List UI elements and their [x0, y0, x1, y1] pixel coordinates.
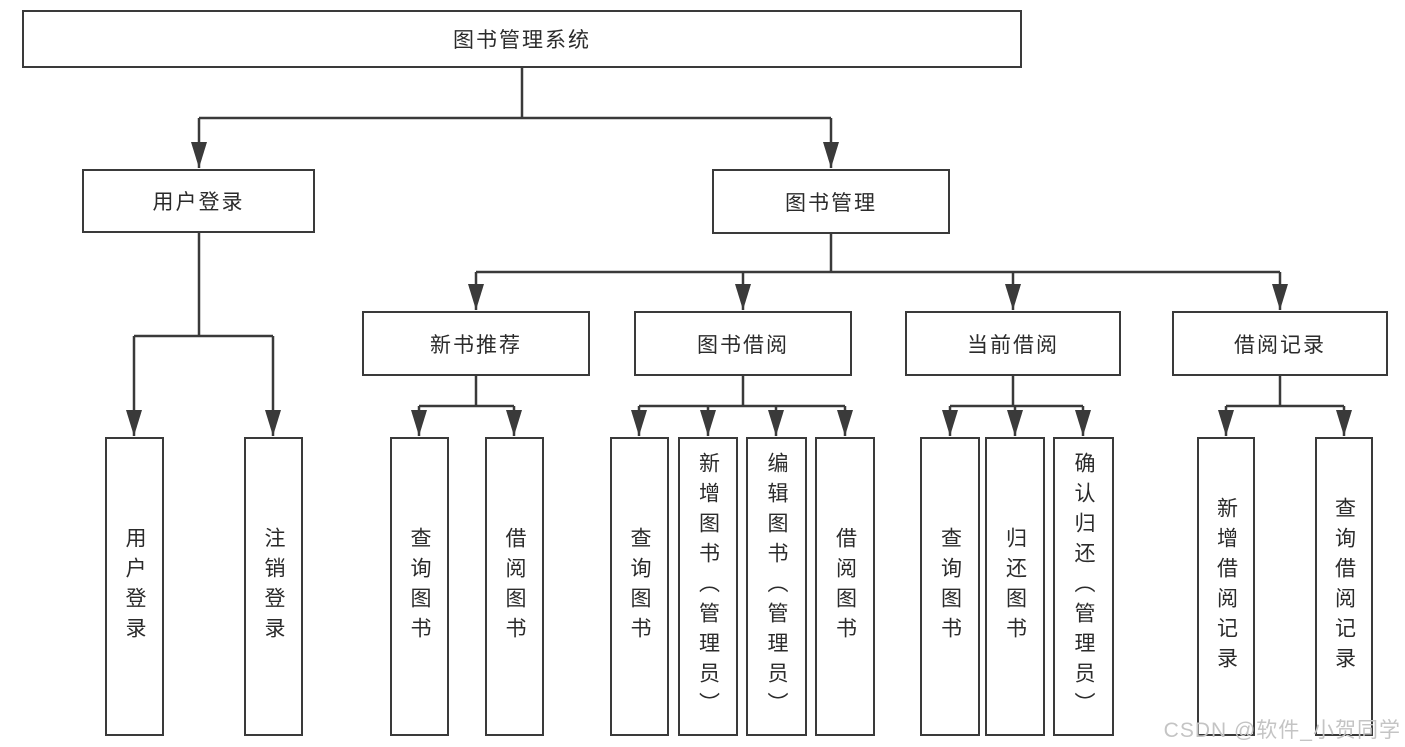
leaf-records-query-record: 查询借阅记录 [1315, 437, 1373, 736]
leaf-borrowing-edit-books-admin: 编辑图书（管理员） [746, 437, 807, 736]
leaf-current-return-books: 归还图书 [985, 437, 1045, 736]
node-root-system: 图书管理系统 [22, 10, 1022, 68]
node-user-login: 用户登录 [82, 169, 315, 233]
leaf-current-query-books: 查询图书 [920, 437, 980, 736]
leaf-borrowing-add-books-admin: 新增图书（管理员） [678, 437, 738, 736]
node-borrowing-records: 借阅记录 [1172, 311, 1388, 376]
leaf-recommend-borrow-books: 借阅图书 [485, 437, 544, 736]
leaf-current-confirm-return-admin: 确认归还（管理员） [1053, 437, 1114, 736]
node-current-borrowing: 当前借阅 [905, 311, 1121, 376]
leaf-borrowing-query-books: 查询图书 [610, 437, 669, 736]
leaf-logout: 注销登录 [244, 437, 303, 736]
leaf-recommend-query-books: 查询图书 [390, 437, 449, 736]
node-book-management: 图书管理 [712, 169, 950, 234]
leaf-records-add-record: 新增借阅记录 [1197, 437, 1255, 736]
csdn-watermark: CSDN @软件_小贺同学 [1163, 719, 1401, 742]
node-book-borrowing: 图书借阅 [634, 311, 852, 376]
leaf-borrowing-borrow-books: 借阅图书 [815, 437, 875, 736]
leaf-user-login: 用户登录 [105, 437, 164, 736]
node-new-book-recommend: 新书推荐 [362, 311, 590, 376]
